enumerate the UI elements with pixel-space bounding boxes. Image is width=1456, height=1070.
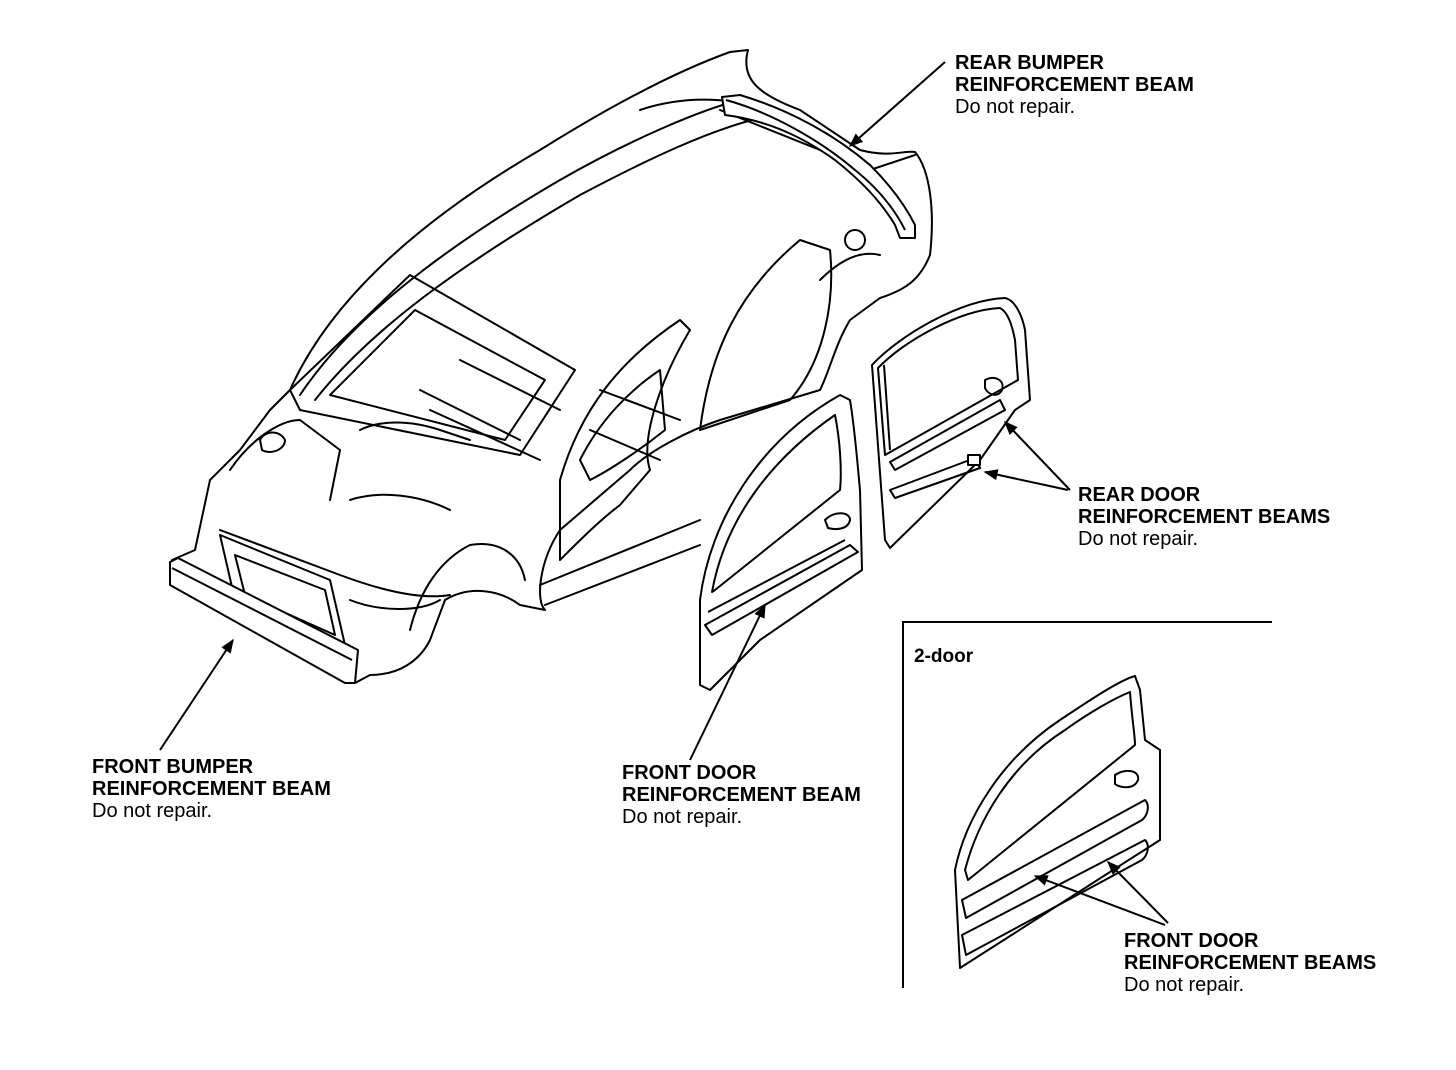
- front-door-drawing: [699, 394, 863, 691]
- rear-door-label-line1: REAR DOOR: [1078, 484, 1201, 506]
- front-bumper-beam-drawing: [169, 557, 359, 684]
- rear-door-label-note: Do not repair.: [1078, 528, 1199, 550]
- arrow-front-bumper: [159, 638, 234, 751]
- arrow-rear-door-2: [983, 469, 1069, 491]
- rear-bumper-label-note: Do not repair.: [955, 96, 1076, 118]
- rear-bumper-label: REAR BUMPER REINFORCEMENT BEAM Do not re…: [955, 52, 1194, 118]
- front-door-label-line1: FRONT DOOR: [622, 762, 757, 784]
- rear-bumper-label-line1: REAR BUMPER: [955, 52, 1104, 74]
- two-door-label-line1: FRONT DOOR: [1124, 930, 1259, 952]
- arrow-rear-bumper: [848, 61, 946, 147]
- arrow-2door-beam-1: [1033, 875, 1166, 926]
- rear-bumper-beam-drawing: [721, 94, 916, 239]
- front-door-label-line2: REINFORCEMENT BEAM: [622, 784, 861, 806]
- inset-frame: [902, 621, 1272, 988]
- front-bumper-label-note: Do not repair.: [92, 800, 213, 822]
- front-door-label-note: Do not repair.: [622, 806, 743, 828]
- two-door-label-line2: REINFORCEMENT BEAMS: [1124, 952, 1377, 974]
- front-bumper-label: FRONT BUMPER REINFORCEMENT BEAM Do not r…: [92, 756, 331, 822]
- rear-bumper-label-line2: REINFORCEMENT BEAM: [955, 74, 1194, 96]
- two-door-front-door-drawing: [954, 675, 1161, 969]
- front-bumper-label-line1: FRONT BUMPER: [92, 756, 254, 778]
- rear-door-label-line2: REINFORCEMENT BEAMS: [1078, 506, 1331, 528]
- rear-door-label: REAR DOOR REINFORCEMENT BEAMS Do not rep…: [1078, 484, 1330, 550]
- arrow-rear-door-1: [1004, 420, 1071, 491]
- two-door-front-door-label: FRONT DOOR REINFORCEMENT BEAMS Do not re…: [1124, 930, 1376, 996]
- leader-arrows: [159, 61, 1169, 926]
- arrow-2door-beam-2: [1107, 861, 1169, 924]
- arrow-front-door: [689, 603, 766, 761]
- inset-title: 2-door: [914, 646, 974, 667]
- rear-door-drawing: [871, 297, 1031, 549]
- front-door-label: FRONT DOOR REINFORCEMENT BEAM Do not rep…: [622, 762, 861, 828]
- front-bumper-label-line2: REINFORCEMENT BEAM: [92, 778, 331, 800]
- two-door-label-note: Do not repair.: [1124, 974, 1245, 996]
